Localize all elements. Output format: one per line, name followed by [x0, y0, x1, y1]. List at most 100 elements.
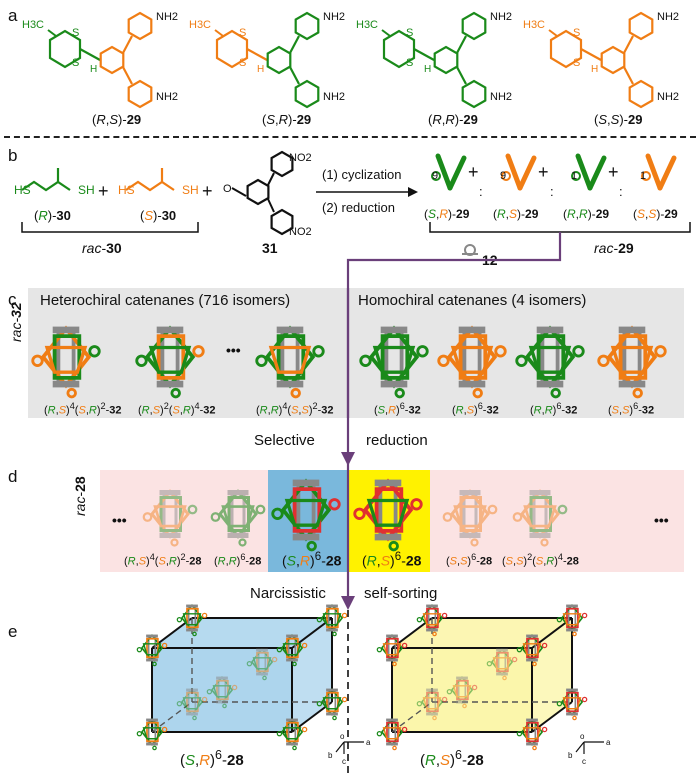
v-left [435, 153, 453, 191]
loop-right [328, 498, 341, 511]
hetero-cage-2 [135, 325, 205, 399]
v-rr [571, 153, 607, 191]
h-label: H [90, 64, 97, 75]
frame-3 [221, 505, 255, 528]
h3c-label: H3C [356, 19, 378, 31]
node-top [256, 648, 268, 652]
frame-2 [426, 607, 439, 629]
frame-2 [326, 607, 339, 629]
link-bond [79, 48, 101, 61]
product-rs29: (R,S)-29 [493, 207, 539, 221]
frame-3 [562, 613, 582, 626]
corner-cage-1 [516, 634, 548, 667]
frame-1 [450, 489, 490, 539]
loop-left [136, 646, 143, 653]
product-sr29: (S,R)-29 [424, 207, 470, 221]
axis-a-label: a [366, 738, 371, 747]
loop-bottom [532, 745, 537, 751]
loop-bottom [262, 675, 267, 681]
upper-bond [122, 35, 133, 54]
frame-3 [44, 345, 88, 374]
plus-1: + [98, 181, 109, 201]
b1 [267, 172, 275, 186]
node-top [159, 490, 181, 496]
panel-letter-b: b [8, 146, 18, 165]
label-rac29: rac-29 [594, 240, 634, 256]
panel-letter-c: c [8, 290, 17, 309]
frame-3 [284, 498, 328, 527]
corner-cage-5 [516, 718, 548, 751]
ring-bottom [270, 208, 294, 236]
frame-2 [426, 691, 439, 713]
frame-3 [610, 345, 654, 374]
nh2-top: NH2 [657, 11, 679, 23]
label-s30: (S)-30 [140, 208, 177, 223]
frame-3 [382, 643, 402, 656]
frame-3 [422, 697, 442, 710]
frame-3 [492, 657, 512, 670]
node-top [536, 326, 564, 334]
nh2-top: NH2 [490, 11, 512, 23]
loop-bottom [152, 745, 157, 751]
loop-right [581, 696, 588, 703]
node-top [52, 326, 80, 334]
node-bottom [496, 672, 508, 676]
loop-bottom [238, 538, 247, 547]
upper-bond [289, 35, 300, 54]
panel-letter-a: a [8, 6, 18, 25]
hetero-cap-3: (R,R)4(S,S)2-32 [256, 401, 334, 417]
methyl-bond [548, 29, 558, 37]
loop-right [654, 345, 667, 358]
cho [231, 187, 247, 197]
frame-3 [528, 345, 572, 374]
label-rac30: rac-30 [82, 240, 122, 256]
loop-right [401, 642, 408, 649]
corner-cage-2 [176, 604, 208, 637]
frame-2 [536, 334, 566, 380]
loop-bottom [502, 675, 507, 681]
loop-right [487, 504, 498, 515]
loop-right [441, 696, 448, 703]
loop-bottom [572, 631, 577, 637]
panel-letter-d: d [8, 467, 18, 486]
step-reduction-cd: reduction [366, 432, 428, 449]
step-cyclization: (1) cyclization [322, 167, 402, 182]
node-bottom [566, 628, 578, 632]
node-top [426, 604, 438, 608]
center-cage-2 [246, 648, 278, 681]
lower-bond [623, 66, 634, 85]
loop-left [516, 730, 523, 737]
frame-3 [142, 727, 162, 740]
loop-bottom [170, 387, 181, 399]
dithiane-ring [382, 29, 416, 69]
axis-a-label: a [606, 738, 611, 747]
plus-3: + [468, 162, 479, 182]
node-top [566, 688, 578, 692]
frame-2 [386, 637, 399, 659]
corner-cage-6 [556, 688, 588, 721]
panel-letter-e: e [8, 622, 18, 641]
axis-b [335, 741, 345, 753]
r30-hs: HS [14, 183, 31, 197]
loop-bottom [66, 387, 77, 399]
isomer-caption-4: (S,S)-29 [594, 112, 643, 127]
node-bottom [256, 672, 268, 676]
loop-bottom [532, 661, 537, 667]
d-cage-2 [210, 489, 266, 547]
v-right [447, 155, 467, 191]
loop-bottom [392, 661, 397, 667]
e-cap-right: (R,S)6-28 [420, 748, 484, 769]
ratio-colon-1: : [479, 184, 483, 199]
frame-2 [216, 679, 229, 701]
d-cage-1 [142, 489, 198, 547]
central-ring [99, 45, 125, 75]
node-top [286, 634, 298, 638]
frame-3 [148, 345, 192, 374]
loop-right [341, 612, 348, 619]
step-narcissistic: Narcissistic [250, 585, 326, 602]
corner-cage-1 [276, 634, 308, 667]
node-top [216, 676, 228, 680]
center-cage-2 [486, 648, 518, 681]
